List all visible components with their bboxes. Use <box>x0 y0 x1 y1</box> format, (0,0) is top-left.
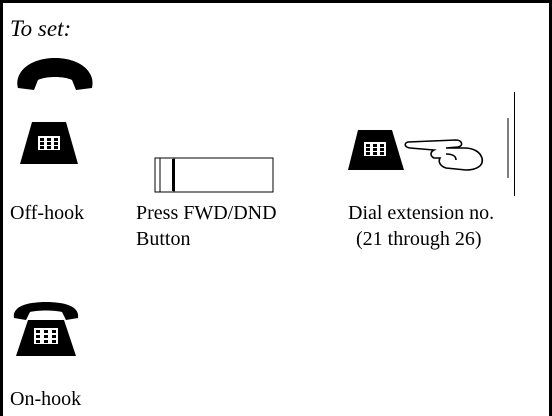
step-press-button-label-line2: Button <box>136 228 191 250</box>
step-on-hook-label: On-hook <box>10 388 82 410</box>
phone-base-icon <box>18 118 80 168</box>
handset-icon <box>10 54 100 96</box>
step-off-hook-label: Off-hook <box>10 202 85 224</box>
instruction-title: To set: <box>10 16 72 41</box>
step-dial-extension-label-line2: (21 through 26) <box>356 228 482 250</box>
step-press-button-label-line1: Press FWD/DND <box>136 202 277 224</box>
step-dial-extension-label-line1: Dial extension no. <box>348 202 495 224</box>
telephone-on-hook-icon <box>10 300 82 360</box>
divider-line <box>514 92 516 196</box>
phone-with-pointing-hand-icon <box>346 118 511 178</box>
fwd-dnd-button-icon <box>154 157 274 193</box>
